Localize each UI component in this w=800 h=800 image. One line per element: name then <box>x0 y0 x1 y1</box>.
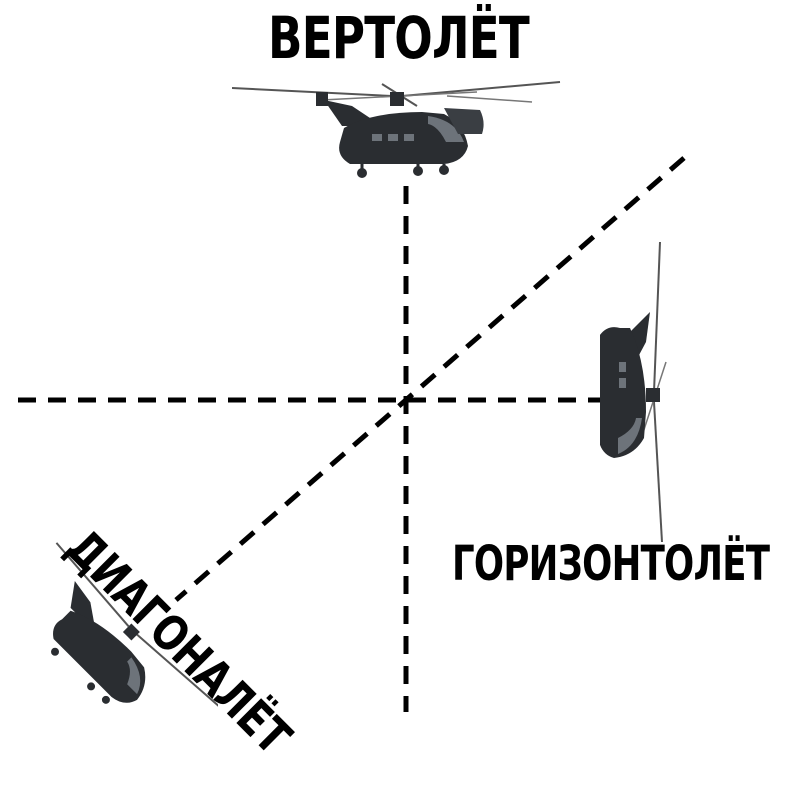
helicopter-icon <box>51 542 227 714</box>
diagonal-dashed-line <box>174 156 686 602</box>
helicopter-icon <box>231 81 561 178</box>
label-vertical: ВЕРТОЛЁТ <box>268 4 530 72</box>
label-horizontal: ГОРИЗОНТОЛЁТ <box>452 536 770 592</box>
helicopter-top <box>231 76 562 186</box>
helicopter-icon <box>585 241 667 543</box>
helicopter-right <box>585 241 760 543</box>
helicopter-diagonal <box>8 536 227 776</box>
